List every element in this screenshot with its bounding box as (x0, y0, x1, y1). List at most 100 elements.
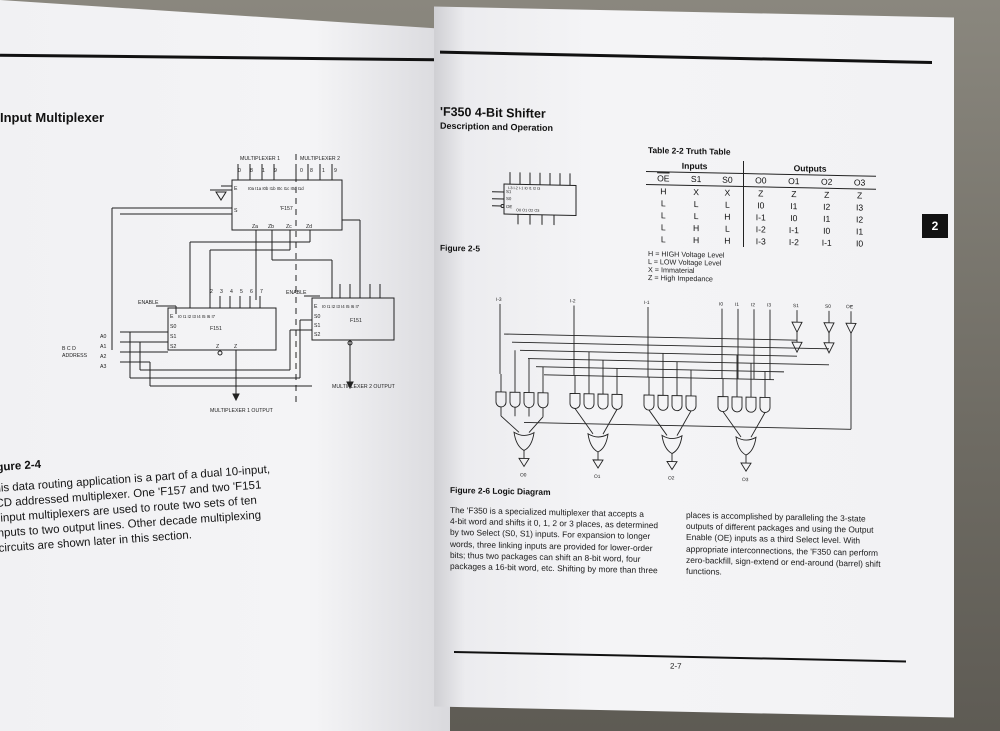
mux1-output-label: MULTIPLEXER 1 OUTPUT (210, 408, 274, 414)
f157-chip (231, 179, 343, 231)
f151-b-label: F151 (350, 318, 362, 324)
left-body: his data routing application is a part o… (0, 461, 299, 557)
top-num: 9 (334, 168, 337, 174)
right-subtitle: Description and Operation (440, 120, 554, 134)
cell: H (660, 186, 667, 197)
logic-in: I2 (751, 302, 755, 308)
top-num: 8 (250, 168, 253, 174)
cell: I1 (855, 226, 864, 237)
s0: S0 (314, 314, 320, 320)
f151-a-label: F151 (210, 326, 222, 332)
body-column-2: places is accomplished by paralleling th… (686, 510, 916, 582)
right-title: 'F350 4-Bit Shifter (440, 104, 546, 121)
cell: L (660, 210, 666, 221)
cell: I0 (790, 213, 798, 224)
section-tab: 2 (922, 214, 948, 238)
bcd-label: B C D (62, 346, 76, 352)
left-figure-caption: gure 2-4 (0, 458, 42, 474)
cell: I-2 (755, 224, 766, 235)
cell: I-1 (755, 212, 766, 223)
left-page: Input Multiplexer (0, 0, 450, 731)
enable-b-label: ENABLE (286, 290, 307, 296)
za: Za (252, 224, 258, 230)
logic-diagram: I-3 I-2 I-1 I0 I1 I2 I3 S1 S0 OE O0 O1 O… (495, 297, 857, 483)
right-page: 'F350 4-Bit Shifter Description and Oper… (434, 6, 954, 718)
a3: A3 (100, 364, 106, 370)
in-num: 2 (210, 289, 213, 295)
s1: S1 (314, 323, 320, 329)
logic-in: I-3 (496, 297, 502, 303)
cell: H (693, 222, 700, 234)
logic-out: O0 (520, 472, 527, 478)
top-num: 0 (300, 168, 303, 174)
logic-in: I1 (735, 302, 739, 308)
s2: S2 (314, 332, 320, 338)
cell: Z (856, 190, 863, 201)
cell: Z (824, 189, 830, 200)
pin-s: S (234, 208, 238, 214)
cell: L (660, 198, 666, 209)
chip-s1: S1 (506, 189, 512, 194)
cell: X (693, 186, 700, 198)
cell: I3 (855, 202, 864, 213)
zb: Zb (268, 224, 274, 230)
mux2-label: MULTIPLEXER 2 (300, 156, 340, 162)
logic-in: I-1 (644, 300, 650, 306)
a2: A2 (100, 354, 106, 360)
mux1-label: MULTIPLEXER 1 (240, 156, 280, 162)
cell: I0 (823, 225, 831, 236)
chip-inputs: I-3 I-2 I-1 I0 I1 I2 I3 (508, 186, 540, 191)
in-num: 4 (230, 289, 233, 295)
cell: L (660, 234, 666, 245)
s0: S0 (170, 324, 176, 330)
top-num: 0 (238, 168, 241, 174)
right-top-rule (440, 50, 932, 64)
mux2-output-label: MULTIPLEXER 2 OUTPUT (332, 384, 396, 390)
page-number: 2-7 (670, 661, 682, 671)
f157-label: 'F157 (280, 206, 293, 212)
cell: L (693, 198, 699, 210)
cell: I0 (855, 238, 864, 249)
pin-e: E (170, 314, 174, 320)
figure-2-5-caption: Figure 2-5 (440, 242, 481, 254)
truth-table-title: Table 2-2 Truth Table (648, 145, 731, 157)
enable-a-label: ENABLE (138, 300, 159, 306)
f151-a-inputs: I0 I1 I2 I3 I4 I5 I6 I7 (178, 314, 216, 319)
f350-chip-symbol: S1 S0 OE I-3 I-2 I-1 I0 I1 I2 I3 O0 O1 O… (492, 172, 577, 226)
logic-in: I0 (719, 302, 723, 308)
th-s1: S1 (680, 172, 712, 186)
in-num: 7 (260, 289, 263, 295)
top-num: 1 (322, 168, 325, 174)
cell: I1 (790, 201, 798, 212)
logic-in: S0 (825, 304, 831, 310)
in-num: 6 (250, 289, 253, 295)
cell: H (693, 234, 700, 246)
th-o3: O3 (843, 175, 876, 190)
th-o0: O0 (743, 173, 778, 188)
cell: I-3 (755, 236, 766, 247)
address-label: ADDRESS (62, 353, 88, 359)
a1: A1 (100, 344, 106, 350)
cell: I1 (823, 213, 831, 224)
f151-a-chip (167, 307, 277, 351)
cell: I-2 (788, 236, 799, 248)
f151-b-inputs: I0 I1 I2 I3 I4 I5 I6 I7 (322, 304, 360, 309)
cell: H (711, 210, 744, 224)
cell: I0 (757, 200, 765, 211)
logic-in: OE (846, 304, 853, 310)
cell: I-1 (788, 224, 799, 236)
zc: Zc (286, 224, 292, 230)
left-heading: Input Multiplexer (0, 110, 104, 125)
cell: Z (791, 189, 797, 200)
top-num: 1 (262, 168, 265, 174)
zd: Zd (306, 224, 312, 230)
chip-s0: S0 (506, 196, 512, 201)
cell: L (693, 210, 699, 222)
top-num: 9 (274, 168, 277, 174)
logic-out: O3 (742, 477, 749, 483)
cell: Z (758, 188, 764, 199)
cell: H (711, 234, 744, 248)
chip-outputs: O0 O1 O2 O3 (516, 208, 539, 212)
th-oe: OE (646, 171, 681, 186)
